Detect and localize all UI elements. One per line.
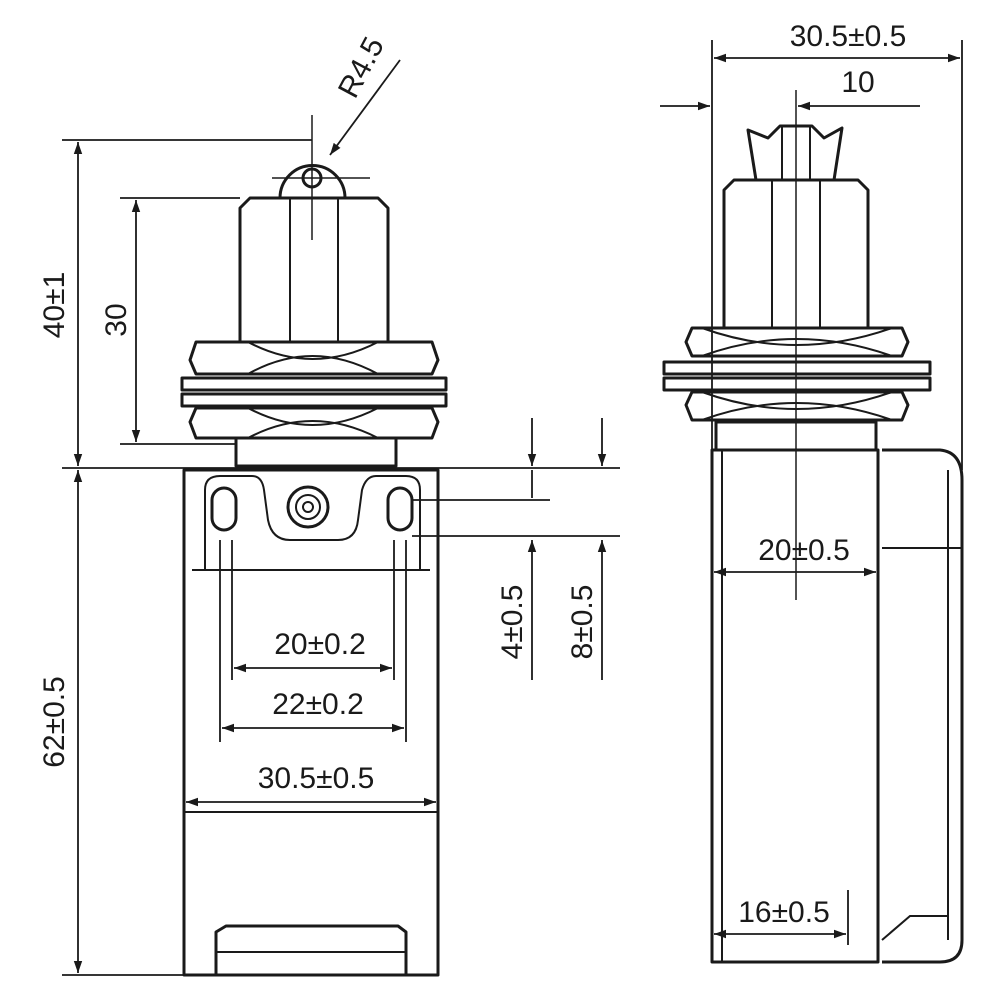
- dim-plunger-text: 30: [100, 303, 133, 336]
- side-plunger-housing: [722, 178, 870, 328]
- switch-body: [182, 468, 440, 977]
- dim-hole-offsets: 4±0.5 8±0.5: [412, 418, 620, 680]
- dim-plunger: 30: [100, 197, 240, 445]
- dim-bottom-depth-text: 16±0.5: [738, 896, 830, 929]
- dim-plunger-offset: 10: [660, 66, 920, 111]
- side-switch-body: [710, 448, 964, 964]
- dim-plunger-offset-text: 10: [841, 66, 874, 99]
- side-mounting-nuts: [662, 326, 932, 452]
- plunger-housing: [238, 196, 390, 342]
- dim-overall-top: 40±1: [38, 139, 620, 469]
- dim-hole-offset-2-text: 8±0.5: [566, 585, 599, 660]
- roller: [272, 115, 370, 240]
- dim-body-depth: 20±0.5: [714, 534, 876, 577]
- mounting-nuts: [180, 340, 448, 468]
- dim-overall-top-text: 40±1: [38, 272, 71, 339]
- dim-body-width: 30.5±0.5: [186, 762, 436, 807]
- side-view: 30.5±0.5 10 20±0.5 16±0.5: [660, 20, 964, 964]
- dim-body-height: 62±0.5: [38, 470, 184, 976]
- dim-body-depth-text: 20±0.5: [758, 534, 850, 567]
- dim-hole-spacing-inner: 20±0.2: [231, 540, 395, 680]
- dim-bottom-depth: 16±0.5: [714, 890, 849, 945]
- dim-body-width-text: 30.5±0.5: [258, 762, 375, 795]
- dim-hole-spacing-outer-text: 22±0.2: [272, 688, 364, 721]
- front-view: 40±1 30 R4.5 62±0.5 4±0.5: [38, 32, 620, 977]
- dim-roller-radius: R4.5: [329, 32, 401, 156]
- dim-overall-width: 30.5±0.5: [711, 20, 963, 470]
- dim-hole-offset-1-text: 4±0.5: [496, 585, 529, 660]
- dim-hole-spacing-inner-text: 20±0.2: [274, 628, 366, 661]
- dim-overall-width-text: 30.5±0.5: [790, 20, 907, 53]
- dim-roller-radius-text: R4.5: [332, 32, 391, 103]
- dim-body-height-text: 62±0.5: [38, 676, 71, 768]
- dim-hole-spacing-outer: 22±0.2: [219, 540, 407, 742]
